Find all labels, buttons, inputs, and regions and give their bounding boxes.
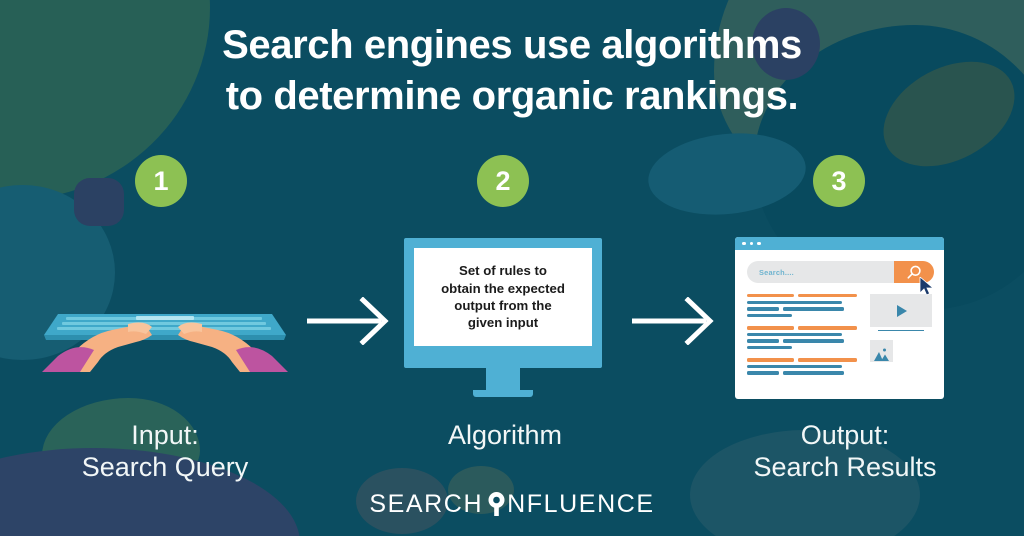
search-results-list <box>747 294 932 387</box>
result-title-bar <box>747 326 795 330</box>
right-sleeve <box>236 347 288 372</box>
result-text-line <box>782 371 844 375</box>
arrow-algorithm-to-output <box>632 296 714 350</box>
page-title: Search engines use algorithms to determi… <box>0 20 1024 122</box>
background-blob-logo-left <box>356 468 448 534</box>
result-text-line <box>747 364 842 369</box>
result-text-line <box>782 339 844 343</box>
monitor-screen-text: Set of rules to obtain the expected outp… <box>441 263 565 331</box>
algorithm-monitor: Set of rules to obtain the expected outp… <box>404 238 602 397</box>
left-fingers <box>128 322 152 334</box>
image-thumbnail[interactable] <box>870 340 893 363</box>
background-blob-logo-right <box>448 466 514 514</box>
result-title-bar <box>798 294 858 298</box>
result-title-bar <box>798 326 858 330</box>
result-text-line <box>747 339 779 343</box>
window-dot-maximize-icon[interactable] <box>757 241 761 246</box>
mouse-cursor-icon <box>919 276 935 301</box>
step-caption-algorithm: Algorithm <box>447 420 563 450</box>
results-thumbnail-column <box>870 294 932 387</box>
result-text-line <box>747 371 779 375</box>
left-sleeve <box>42 347 94 372</box>
brand-logo: SEARCH NFLUENCE <box>0 490 1024 519</box>
browser-content: Search.... <box>735 250 944 399</box>
step-badge-1-number: 1 <box>153 165 169 196</box>
magnifier-pin-icon <box>487 491 506 518</box>
search-input[interactable]: Search.... <box>747 261 935 296</box>
monitor-base <box>473 390 533 397</box>
video-caption-line <box>878 330 924 332</box>
result-text-line <box>747 300 842 304</box>
background-blob-bottom-right <box>690 430 920 536</box>
window-dot-minimize-icon[interactable] <box>749 241 754 246</box>
result-title-bar <box>747 358 795 362</box>
monitor-neck <box>486 368 520 390</box>
result-title-bar <box>747 294 795 298</box>
search-icon <box>906 265 921 279</box>
step-caption-output: Output: Search Results <box>753 420 937 482</box>
result-text-line <box>782 307 844 311</box>
logo-text-search: SEARCH <box>369 490 484 518</box>
keyboard-spacebar <box>136 316 194 320</box>
step-badge-2: 2 <box>477 155 529 207</box>
arrow-icon-1 <box>307 296 389 346</box>
background-blob-navy-square <box>74 178 124 226</box>
logo-text-influence: NFLUENCE <box>507 490 655 518</box>
logo-mark-icon <box>488 492 505 516</box>
cursor-arrow-icon <box>919 276 935 296</box>
arrow-icon-2 <box>632 296 714 346</box>
headline-line-2: to determine organic rankings. <box>225 74 799 119</box>
result-item[interactable] <box>747 358 860 378</box>
video-thumbnail[interactable] <box>870 294 932 327</box>
result-text-line <box>747 307 779 311</box>
headline-line-1: Search engines use algorithms <box>222 23 802 67</box>
result-item[interactable] <box>747 326 860 350</box>
arrow-input-to-algorithm <box>307 296 389 350</box>
window-dot-close-icon[interactable] <box>742 241 746 246</box>
image-icon <box>874 348 889 362</box>
result-title-bar <box>798 358 858 362</box>
right-fingers <box>178 322 202 334</box>
result-text-line <box>747 313 793 318</box>
search-input-placeholder: Search.... <box>759 267 794 277</box>
keyboard-edge <box>44 335 286 340</box>
keyboard-svg <box>42 314 288 372</box>
search-button[interactable] <box>894 261 934 283</box>
monitor-screen: Set of rules to obtain the expected outp… <box>414 248 592 346</box>
search-results-browser: Search.... <box>735 237 944 399</box>
step-badge-2-number: 2 <box>495 165 511 196</box>
step-caption-input: Input: Search Query <box>81 420 249 482</box>
result-text-line <box>747 332 842 337</box>
results-text-column <box>747 294 860 387</box>
result-text-line <box>747 345 793 350</box>
step-badge-3: 3 <box>813 155 865 207</box>
step-badge-1: 1 <box>135 155 187 207</box>
browser-title-bar <box>735 237 944 250</box>
keyboard-illustration <box>40 272 290 372</box>
play-icon <box>897 304 907 317</box>
step-badge-3-number: 3 <box>831 165 847 196</box>
background-blob-navy-top-right <box>752 8 820 80</box>
monitor-bezel: Set of rules to obtain the expected outp… <box>404 238 602 368</box>
result-item[interactable] <box>747 294 860 318</box>
